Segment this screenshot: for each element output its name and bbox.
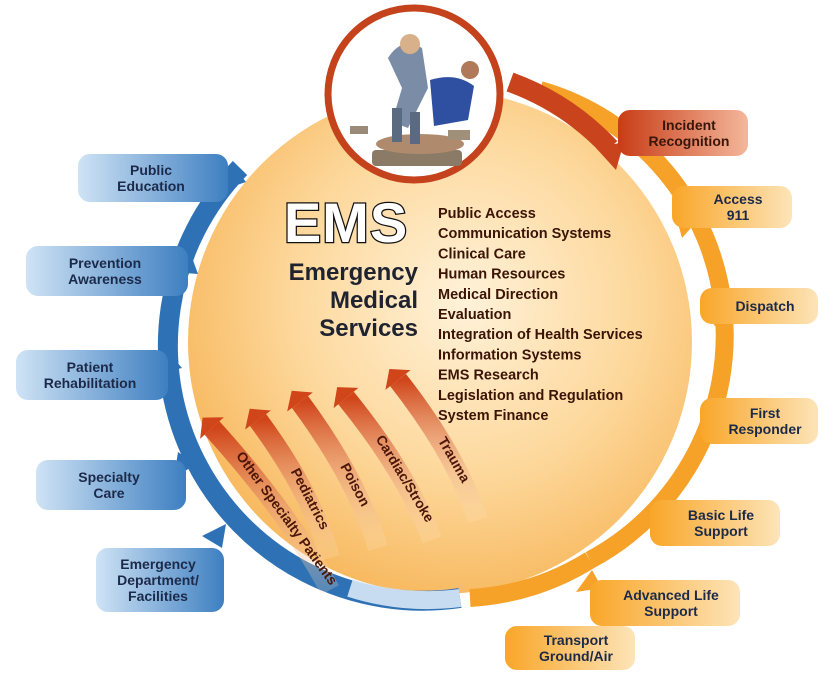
right-step-label: Advanced Life bbox=[623, 587, 719, 603]
left-flow-tail bbox=[347, 579, 462, 610]
component-item: Medical Direction bbox=[438, 287, 558, 303]
right-step-label: Responder bbox=[728, 421, 802, 437]
ems-title-text: EMS bbox=[284, 191, 408, 254]
ems-subtitle-line-2: Medical bbox=[330, 287, 418, 314]
right-step-box bbox=[650, 500, 780, 546]
right-step-label: 911 bbox=[727, 207, 750, 223]
ems-title: EMS bbox=[283, 190, 409, 256]
right-step-label: Support bbox=[694, 523, 748, 539]
patient-arrow-shaft bbox=[291, 396, 388, 551]
right-step-label: Access bbox=[713, 191, 762, 207]
right-step-box bbox=[590, 580, 740, 626]
left-step-label: Education bbox=[117, 178, 185, 194]
patient-arrow-head bbox=[287, 390, 313, 412]
paramedic-patient-icon bbox=[324, 4, 504, 184]
right-step-label: Dispatch bbox=[735, 298, 794, 314]
patient-arrow-head bbox=[200, 417, 224, 439]
left-step-label: Emergency bbox=[120, 556, 196, 572]
left-step-label: Awareness bbox=[68, 271, 142, 287]
left-step-label: Patient bbox=[67, 359, 114, 375]
left-step-label: Prevention bbox=[69, 255, 141, 271]
patient-arrow-head bbox=[385, 368, 411, 390]
patient-arrow-head bbox=[333, 387, 359, 409]
component-item: Communication Systems bbox=[438, 226, 611, 242]
right-step-label: Support bbox=[644, 603, 698, 619]
right-step-label: First bbox=[750, 405, 781, 421]
right-step-label: Ground/Air bbox=[539, 648, 613, 664]
ems-subtitle-line-1: Emergency bbox=[289, 259, 419, 286]
left-step-label: Facilities bbox=[128, 588, 188, 604]
right-step-label: Transport bbox=[544, 632, 609, 648]
component-item: EMS Research bbox=[438, 368, 539, 384]
left-step-label: Specialty bbox=[78, 469, 140, 485]
component-item: Clinical Care bbox=[438, 246, 526, 262]
left-step-label: Rehabilitation bbox=[44, 375, 137, 391]
patient-arrow-shaft bbox=[338, 391, 442, 544]
left-step-box bbox=[96, 548, 224, 612]
right-step-box bbox=[700, 398, 818, 444]
patient-arrow-shaft bbox=[390, 373, 488, 524]
patient-arrow-shaft bbox=[249, 414, 340, 561]
transport-arc bbox=[469, 552, 595, 607]
left-steps: PublicEducationPreventionAwarenessPatien… bbox=[16, 154, 228, 612]
left-step-box bbox=[26, 246, 188, 296]
ems-subtitle-line-3: Services bbox=[319, 315, 418, 342]
left-step-box bbox=[36, 460, 186, 510]
patient-arrow-shaft bbox=[204, 421, 339, 595]
right-step-label: Recognition bbox=[649, 133, 730, 149]
component-item: Legislation and Regulation bbox=[438, 388, 623, 404]
component-item: Human Resources bbox=[438, 267, 565, 283]
component-item: System Finance bbox=[438, 408, 548, 424]
right-step-box bbox=[618, 110, 748, 156]
right-step-box bbox=[505, 626, 635, 670]
component-item: Evaluation bbox=[438, 307, 511, 323]
right-steps: IncidentRecognitionAccess911DispatchFirs… bbox=[505, 110, 818, 670]
left-step-label: Department/ bbox=[117, 572, 199, 588]
right-step-box bbox=[672, 186, 792, 228]
incident-arc bbox=[506, 72, 618, 155]
patient-arrow-head bbox=[245, 408, 271, 430]
right-step-label: Incident bbox=[662, 117, 716, 133]
right-step-box bbox=[700, 288, 818, 324]
left-step-label: Care bbox=[93, 485, 124, 501]
left-step-label: Public bbox=[130, 162, 172, 178]
left-step-box bbox=[16, 350, 168, 400]
right-step-label: Basic Life bbox=[688, 507, 754, 523]
component-item: Information Systems bbox=[438, 347, 581, 363]
component-item: Integration of Health Services bbox=[438, 327, 643, 343]
main-circle bbox=[188, 90, 692, 594]
component-item: Public Access bbox=[438, 206, 536, 222]
right-step: Dispatch bbox=[700, 288, 818, 324]
left-step-box bbox=[78, 154, 228, 202]
